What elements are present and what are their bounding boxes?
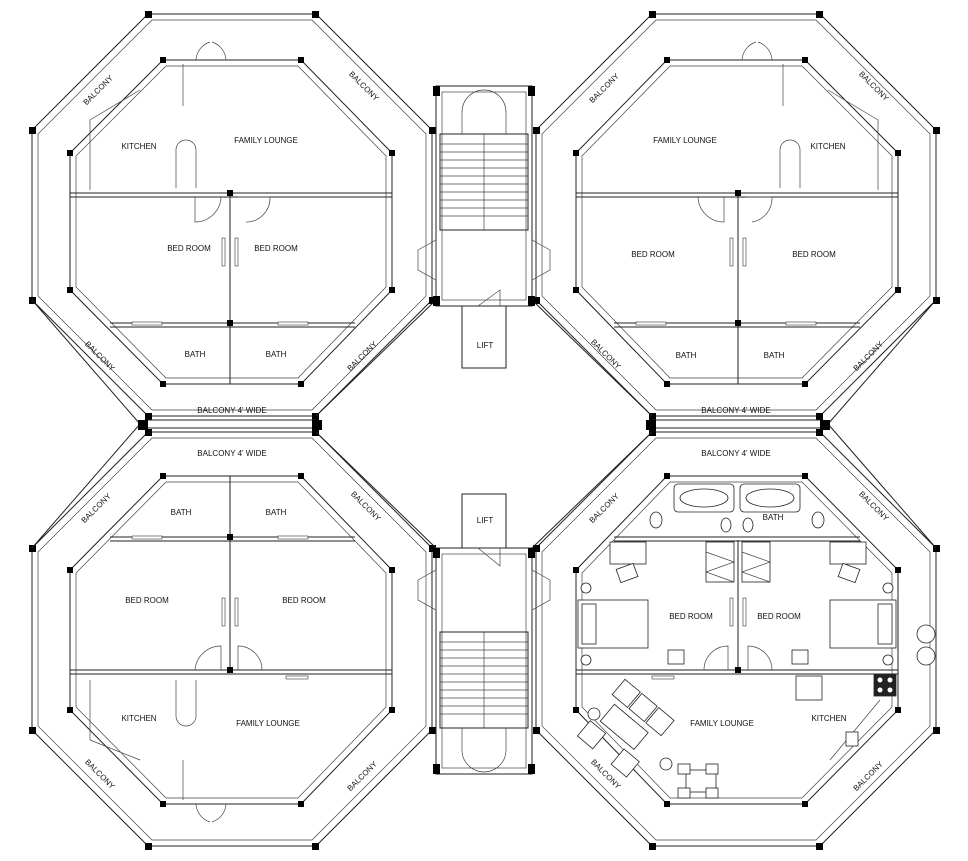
bedroom-label: BED ROOM bbox=[631, 250, 675, 259]
bath-label: BATH bbox=[171, 508, 192, 517]
balcony-label: BALCONY bbox=[82, 73, 116, 107]
stair-treads bbox=[440, 143, 528, 217]
stair-core-top: LIFT bbox=[417, 85, 551, 369]
bath-label: BATH bbox=[676, 351, 697, 360]
bedroom-label: BED ROOM bbox=[125, 596, 169, 605]
balcony-label: BALCONY bbox=[347, 70, 381, 104]
stove bbox=[873, 673, 897, 697]
desk bbox=[609, 541, 647, 565]
balcony-wide-label: BALCONY 4' WIDE bbox=[701, 449, 770, 458]
lift-label: LIFT bbox=[477, 341, 494, 350]
balcony-label: BALCONY bbox=[857, 490, 891, 524]
bedroom-label: BED ROOM bbox=[757, 612, 801, 621]
balcony-connectors bbox=[31, 299, 937, 549]
unit-bottom-left: BALCONY 4' WIDE BALCONY BALCONY BALCONY … bbox=[29, 429, 436, 850]
lift-label: LIFT bbox=[477, 516, 494, 525]
toilet bbox=[811, 511, 825, 529]
lounge-label: FAMILY LOUNGE bbox=[690, 719, 754, 728]
bath-label: BATH bbox=[763, 513, 784, 522]
bath-label: BATH bbox=[266, 350, 287, 359]
balcony-label: BALCONY bbox=[588, 71, 622, 105]
stair-core-bottom: LIFT bbox=[417, 493, 551, 775]
balcony-label: BALCONY bbox=[589, 338, 623, 372]
basin bbox=[720, 517, 732, 533]
lounge-label: FAMILY LOUNGE bbox=[653, 136, 717, 145]
unit-bottom-right: BALCONY 4' WIDE BALCONY BALCONY BALCONY … bbox=[533, 429, 940, 850]
balcony-wide-label: BALCONY 4' WIDE bbox=[197, 406, 266, 415]
balcony-label: BALCONY bbox=[588, 491, 622, 525]
wardrobe bbox=[705, 541, 735, 583]
kitchen-label: KITCHEN bbox=[121, 714, 156, 723]
kitchen-label: KITCHEN bbox=[811, 714, 846, 723]
sofa-set bbox=[576, 678, 675, 778]
balcony-wide-label: BALCONY 4' WIDE bbox=[197, 449, 266, 458]
wardrobe bbox=[741, 541, 771, 583]
bath-label: BATH bbox=[185, 350, 206, 359]
fridge bbox=[795, 675, 823, 701]
unit-top-right: BALCONY BALCONY BALCONY BALCONY BALCONY … bbox=[533, 11, 940, 420]
lounge-label: FAMILY LOUNGE bbox=[236, 719, 300, 728]
lounge-label: FAMILY LOUNGE bbox=[234, 136, 298, 145]
toilet bbox=[649, 511, 663, 529]
kitchen-label: KITCHEN bbox=[810, 142, 845, 151]
balcony-label: BALCONY bbox=[80, 491, 114, 525]
basin bbox=[742, 517, 754, 533]
balcony-wide-label: BALCONY 4' WIDE bbox=[701, 406, 770, 415]
balcony-label: BALCONY bbox=[346, 339, 380, 373]
dining-table bbox=[685, 769, 717, 793]
bedroom-label: BED ROOM bbox=[669, 612, 713, 621]
bath-label: BATH bbox=[764, 351, 785, 360]
sink bbox=[845, 731, 859, 747]
desk bbox=[829, 541, 867, 565]
balcony-label: BALCONY bbox=[857, 70, 891, 104]
stair-treads bbox=[440, 641, 528, 715]
kitchen-label: KITCHEN bbox=[121, 142, 156, 151]
bath-label: BATH bbox=[266, 508, 287, 517]
bedroom-label: BED ROOM bbox=[792, 250, 836, 259]
balcony-label: BALCONY bbox=[349, 490, 383, 524]
bedroom-label: BED ROOM bbox=[167, 244, 211, 253]
bedroom-label: BED ROOM bbox=[254, 244, 298, 253]
bedroom-label: BED ROOM bbox=[282, 596, 326, 605]
